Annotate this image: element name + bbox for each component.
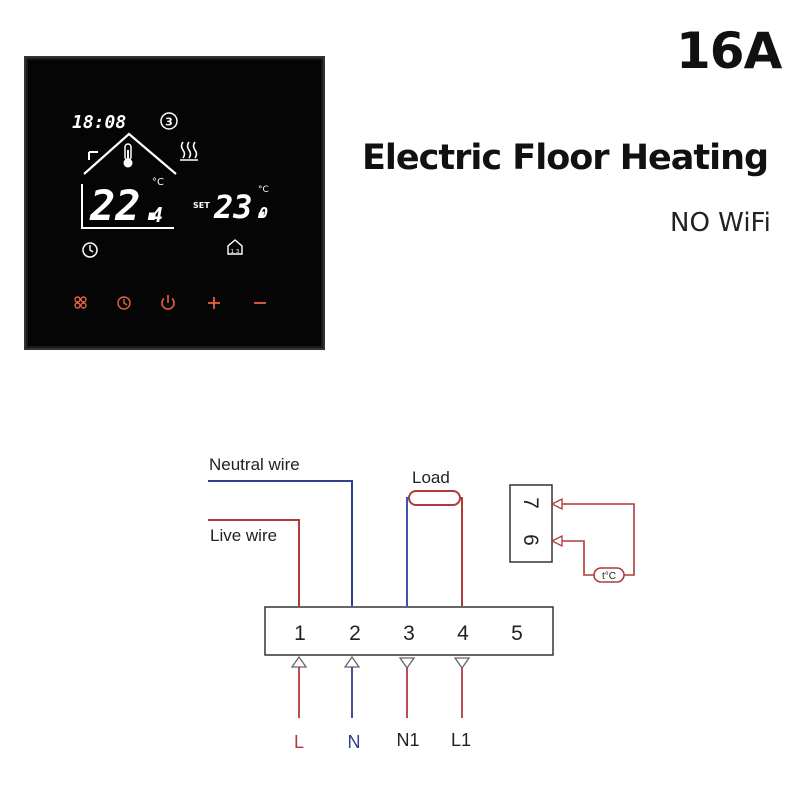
sensor-arrow-7 <box>550 497 563 511</box>
svg-text:1 3: 1 3 <box>231 249 240 255</box>
sensor-terminal-7: 7 <box>519 497 542 509</box>
terminal-3: 3 <box>403 622 415 645</box>
power-button[interactable] <box>161 295 175 310</box>
program-number: 3 <box>165 116 173 129</box>
house-base-icon <box>81 184 174 229</box>
room-temperature-decimal: 4 <box>151 203 163 227</box>
current-rating: 16A <box>676 22 782 80</box>
load-live-wire <box>460 497 463 606</box>
room-temperature-unit: °C <box>152 177 164 188</box>
heat-waves-icon <box>180 141 198 161</box>
chimney-icon <box>88 151 98 160</box>
terminal-1: 1 <box>294 622 306 645</box>
program-indicator: 3 <box>160 112 178 130</box>
thermostat-panel: 18:08 3 22. 4 °C SET 23. 0 °C <box>24 56 325 350</box>
arrow-in-2 <box>343 655 361 668</box>
sensor-wire-6 <box>562 540 594 576</box>
terminal-5: 5 <box>511 622 523 645</box>
clock-icon <box>82 242 98 258</box>
room-temperature: 22. <box>89 181 166 230</box>
set-label: SET <box>193 201 210 210</box>
sensor-arrow-6 <box>550 534 563 548</box>
schedule-icon: 1 3 <box>227 239 243 255</box>
set-temperature-unit: °C <box>258 185 269 195</box>
arrow-in-1 <box>290 655 308 668</box>
label-n1: N1 <box>396 730 419 750</box>
sensor-terminal-block <box>509 484 553 563</box>
load-neutral-wire <box>406 497 409 606</box>
set-temperature-decimal: 0 <box>259 204 268 222</box>
neutral-wire <box>208 480 353 606</box>
thermometer-icon <box>123 143 133 168</box>
house-roof-icon <box>83 132 177 175</box>
connectivity-note: NO WiFi <box>670 208 771 238</box>
live-wire <box>208 519 300 606</box>
sensor-terminal-6: 6 <box>519 534 542 546</box>
clock-readout: 18:08 <box>72 112 126 133</box>
set-temperature: 23. <box>213 188 272 226</box>
arrow-out-4 <box>453 657 471 670</box>
neutral-wire-label: Neutral wire <box>209 455 300 474</box>
live-wire-label: Live wire <box>210 526 277 545</box>
menu-button[interactable] <box>74 296 87 309</box>
terminal-4: 4 <box>457 622 469 645</box>
sensor-label: t°C <box>602 571 616 582</box>
temperature-sensor <box>593 567 625 583</box>
sensor-wire-7 <box>562 503 635 576</box>
label-l: L <box>294 732 304 752</box>
plus-button[interactable] <box>208 297 220 309</box>
label-l1: L1 <box>451 730 471 750</box>
arrow-out-3 <box>398 657 416 670</box>
terminal-2: 2 <box>349 622 361 645</box>
terminal-block <box>264 606 554 656</box>
product-title: Electric Floor Heating <box>362 138 769 178</box>
label-n: N <box>348 732 361 752</box>
load-element <box>408 490 461 506</box>
load-label: Load <box>412 468 450 487</box>
timer-button[interactable] <box>117 296 131 310</box>
